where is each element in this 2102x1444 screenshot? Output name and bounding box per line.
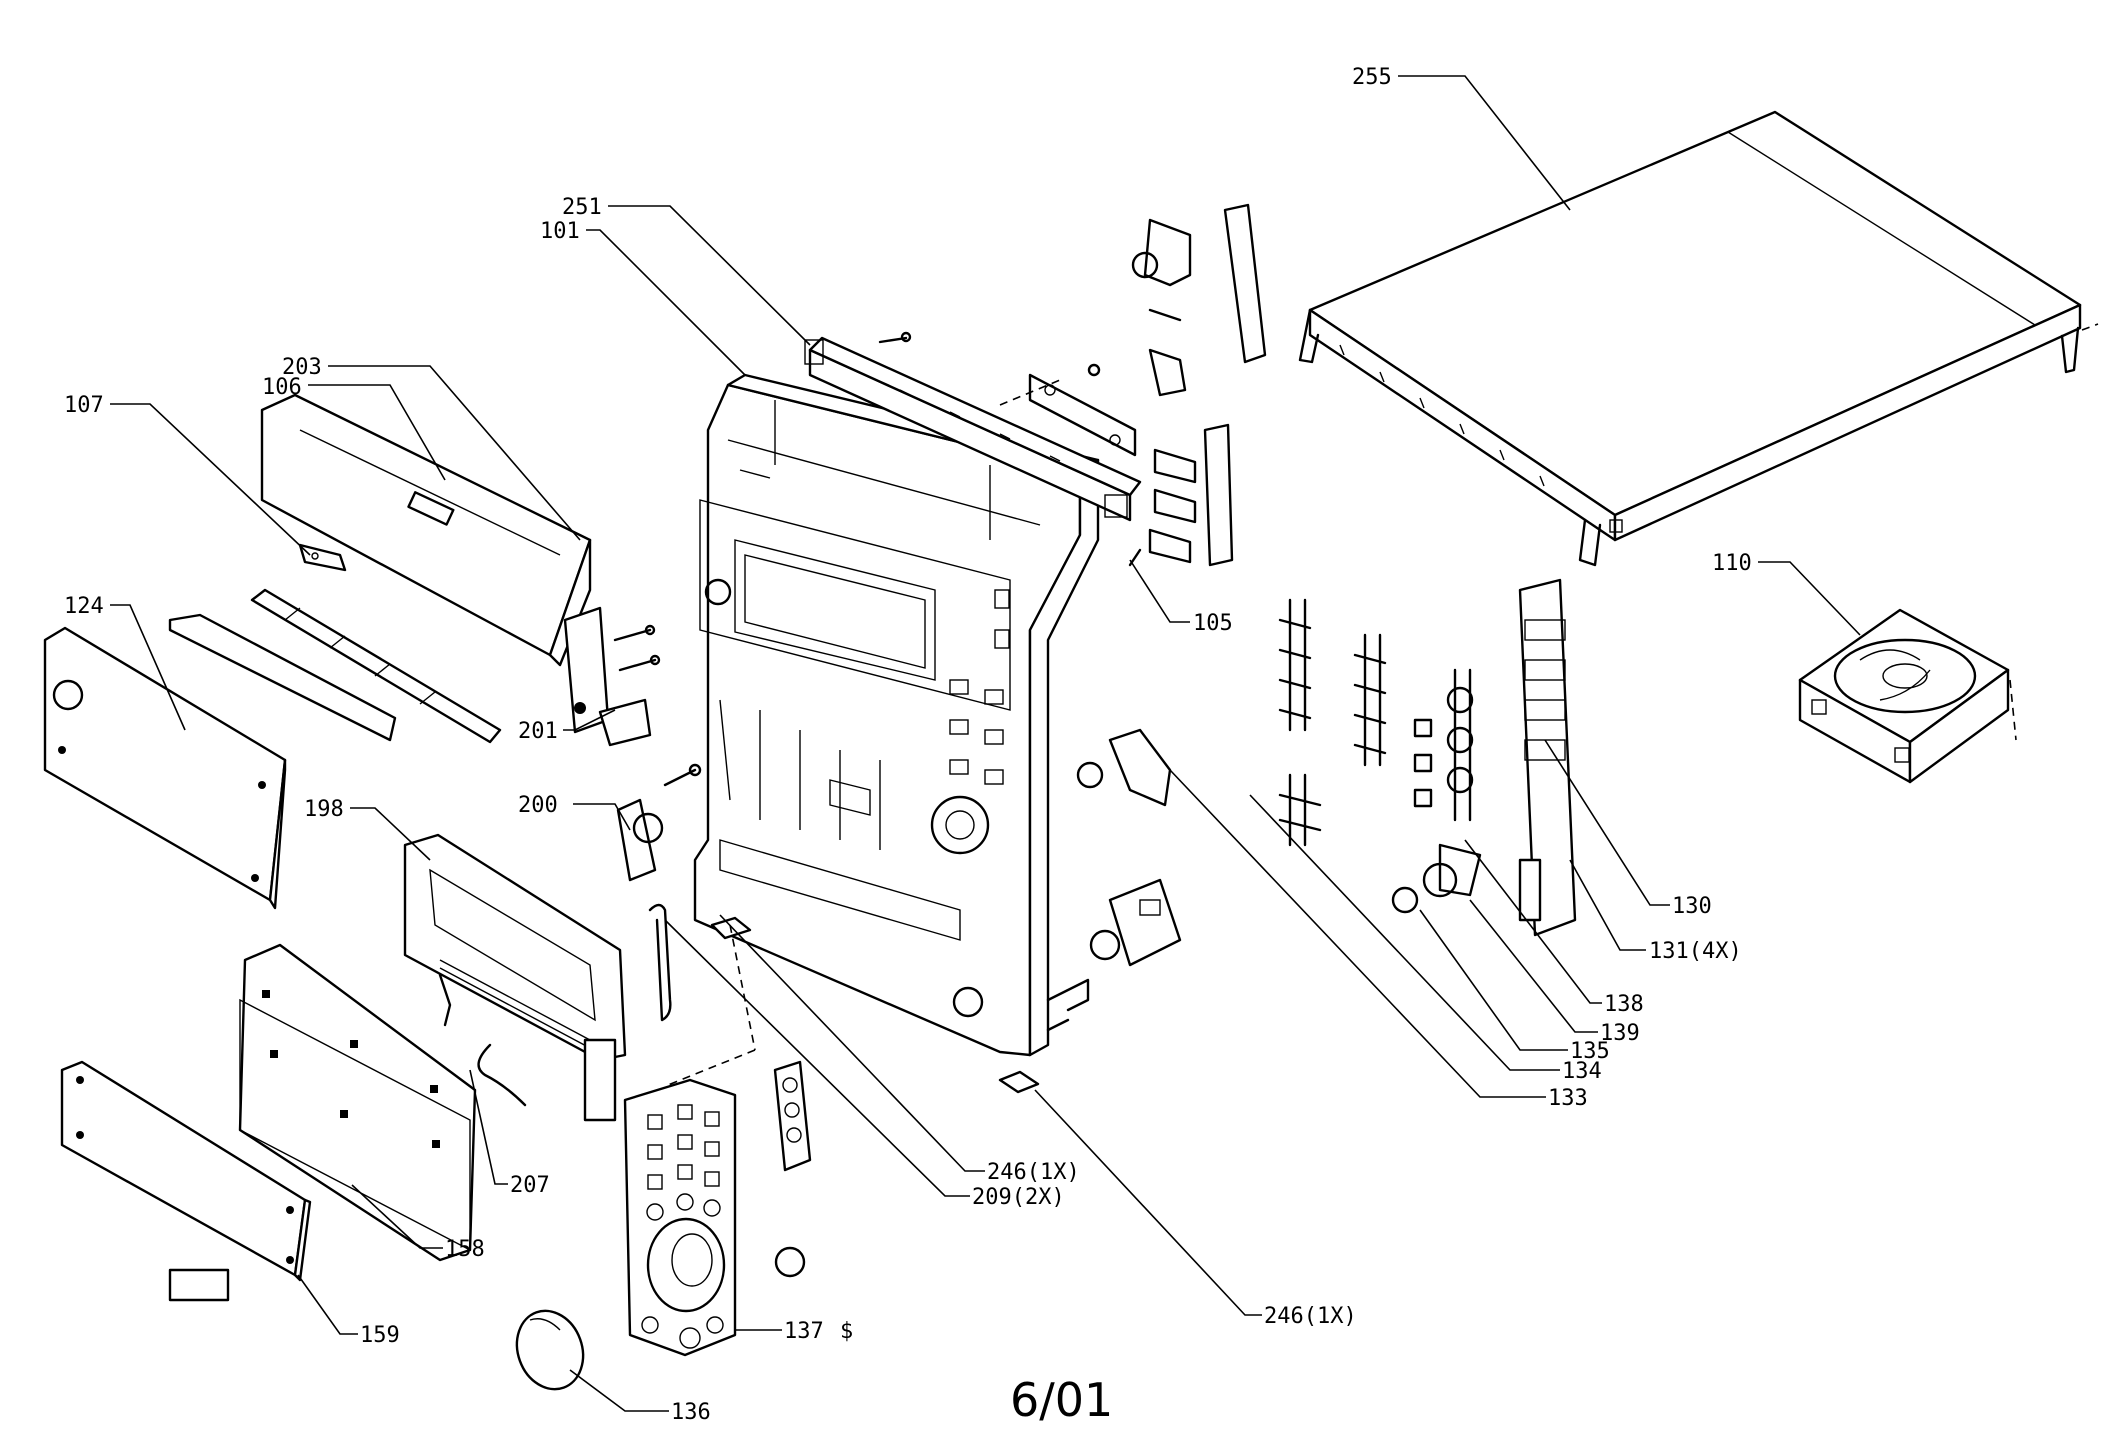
callout-134: 134	[1562, 1059, 1602, 1084]
callout-105: 105	[1193, 611, 1233, 636]
small-bracket-part	[298, 543, 347, 572]
callout-137: 137	[784, 1319, 824, 1344]
right-knob-part	[1076, 728, 1172, 807]
diagram-date-code: 6/01	[1010, 1373, 1113, 1427]
top-bracket-part	[804, 331, 1142, 522]
callout-131: 131(4X)	[1649, 939, 1742, 964]
callout-136: 136	[671, 1400, 711, 1425]
callout-138: 138	[1604, 992, 1644, 1017]
callout-133: 133	[1548, 1086, 1588, 1111]
callout-130: 130	[1672, 894, 1712, 919]
callout-255: 255	[1352, 65, 1392, 90]
belt-part	[648, 903, 672, 1022]
callout-124: 124	[64, 594, 104, 619]
callout-203: 203	[282, 355, 322, 380]
callout-200: 200	[518, 793, 558, 818]
callout-137-mark: $	[840, 1319, 853, 1344]
remote-control-part	[623, 1078, 737, 1357]
callout-251: 251	[562, 195, 602, 220]
callout-106: 106	[262, 375, 302, 400]
bottom-panel-part	[60, 1060, 312, 1302]
foot-part	[667, 916, 1040, 1094]
callout-110: 110	[1712, 551, 1752, 576]
callout-198: 198	[304, 797, 344, 822]
leader-lines	[110, 75, 1861, 1412]
switch-board-part	[1128, 203, 1267, 567]
hinge-part	[563, 606, 661, 747]
knob-part	[616, 763, 702, 882]
small-pcb-part	[999, 363, 1137, 457]
callout-135: 135	[1570, 1039, 1610, 1064]
cooling-fan-part	[1798, 608, 2017, 784]
callout-246-upper: 246(1X)	[987, 1160, 1080, 1185]
callout-207: 207	[510, 1173, 550, 1198]
callout-158: 158	[445, 1237, 485, 1262]
door-strip-part	[168, 588, 502, 744]
callout-101: 101	[540, 219, 580, 244]
button-board-part	[1278, 578, 1577, 937]
callout-139: 139	[1600, 1021, 1640, 1046]
callout-labels: 255 251 101 203 106 107 124 105 110 201 …	[64, 65, 1752, 1425]
callout-246-lower: 246(1X)	[1264, 1304, 1357, 1329]
cassette-door-part	[260, 393, 592, 667]
button-strip-part	[773, 1060, 812, 1278]
headphone-board-part	[1089, 878, 1182, 967]
callout-201: 201	[518, 719, 558, 744]
front-panel-part	[43, 626, 287, 910]
top-cover-part	[1298, 110, 2099, 567]
callout-159: 159	[360, 1323, 400, 1348]
cassette-mechanism-part	[403, 833, 627, 1122]
front-cover-part	[238, 943, 477, 1262]
callout-107: 107	[64, 393, 104, 418]
battery-cover-part	[515, 1309, 585, 1391]
callout-209: 209(2X)	[972, 1185, 1065, 1210]
